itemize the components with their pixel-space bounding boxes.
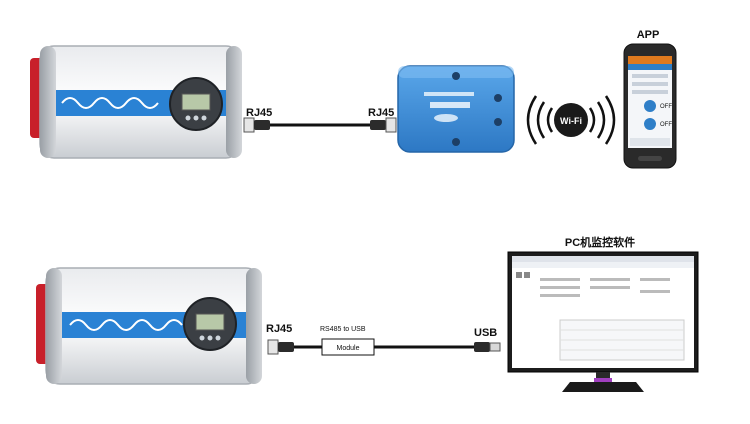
- inverter-top: [30, 45, 242, 159]
- rj45-label-top-left: RJ45: [246, 107, 272, 119]
- sine-wave-icon: [61, 97, 159, 109]
- wifi-adapter: [397, 65, 515, 153]
- app-button-off-2: OFF: [660, 122, 672, 128]
- rj45-connector-bottom: [267, 339, 294, 355]
- inverter-bottom: [36, 267, 262, 385]
- smartphone: [623, 43, 677, 169]
- converter-caption: RS485 to USB: [320, 326, 366, 333]
- rj45-label-bottom: RJ45: [266, 323, 292, 335]
- sine-wave-icon-bottom: [69, 319, 183, 331]
- app-button-off-1: OFF: [660, 104, 672, 110]
- usb-label: USB: [474, 327, 497, 339]
- rj45-label-top-right: RJ45: [368, 107, 394, 119]
- module-label: Module: [337, 345, 360, 352]
- pc-monitor: [507, 251, 699, 392]
- app-label: APP: [637, 29, 660, 41]
- usb-connector: [474, 342, 501, 352]
- wifi-signal-icon: [526, 95, 616, 145]
- rj45-connector-top-left: [243, 117, 270, 133]
- inverter-lcd: [181, 93, 211, 111]
- wifi-label: Wi-Fi: [560, 116, 582, 126]
- pc-software-label: PC机监控软件: [565, 235, 635, 249]
- rj45-connector-top-right: [370, 117, 397, 133]
- wifi-badge: [554, 103, 588, 137]
